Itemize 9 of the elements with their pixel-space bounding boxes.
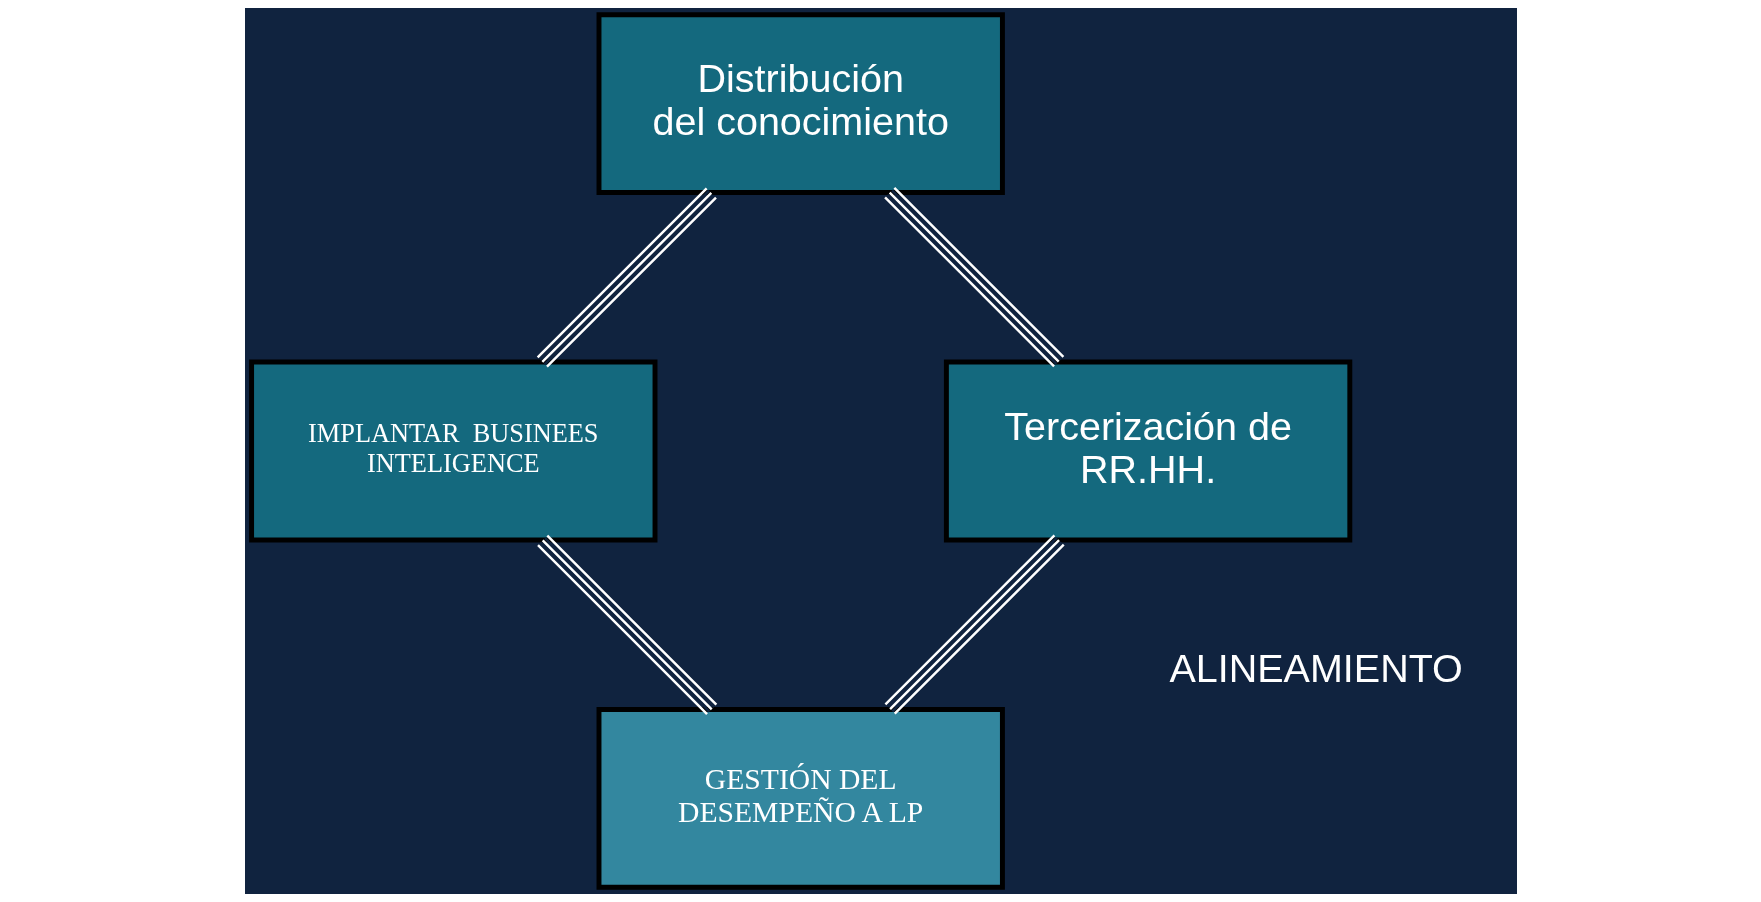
node-box: IMPLANTAR BUSINEES INTELIGENCE — [248, 359, 657, 543]
node-box: Tercerización de RR.HH. — [943, 359, 1352, 543]
node-box: Distribución del conocimiento — [596, 12, 1005, 195]
connector — [883, 187, 1064, 368]
connector — [884, 534, 1065, 715]
connector — [536, 534, 717, 715]
node-box: GESTIÓN DEL DESEMPEÑO A LP — [596, 707, 1005, 890]
connector — [536, 187, 717, 368]
label: ALINEAMIENTO — [1168, 645, 1463, 690]
